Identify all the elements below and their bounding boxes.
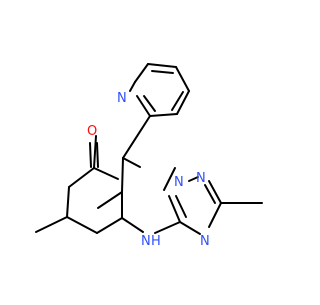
pyridine-nitrogen-label: N [117, 91, 127, 106]
bond [171, 91, 184, 111]
bond [89, 142, 92, 168]
bond [66, 186, 70, 218]
bond [129, 81, 136, 92]
bond [151, 70, 174, 74]
bond [143, 95, 156, 112]
bond [66, 216, 98, 234]
molecule-diagram: O N N N N N H [35, 63, 263, 249]
bond [93, 167, 119, 180]
bond [208, 180, 222, 204]
bond [96, 217, 123, 234]
bond [208, 202, 222, 228]
bond [179, 221, 201, 235]
bridge-nitrogen-label: N [174, 175, 184, 190]
bond [122, 115, 151, 159]
amine-hydrogen-label: H [151, 234, 161, 249]
bond [134, 63, 149, 83]
triazole-nitrogen-bottom-label: N [200, 234, 210, 249]
bond [204, 184, 216, 204]
bond [168, 195, 181, 223]
triazole-nitrogen-top-label: N [196, 171, 206, 186]
bonds [35, 63, 263, 235]
bond [35, 216, 68, 233]
bond [122, 157, 141, 168]
bond [175, 66, 190, 92]
bond [96, 142, 99, 168]
bond [149, 113, 178, 117]
bond [68, 167, 95, 188]
bond [175, 195, 187, 218]
oxygen-label: O [87, 124, 97, 139]
bond [147, 63, 177, 68]
bond [97, 191, 123, 209]
bond [154, 221, 181, 234]
bond [121, 157, 124, 193]
bond [188, 176, 199, 182]
bond [176, 90, 190, 115]
bond [93, 135, 97, 169]
bond [121, 217, 144, 233]
amine-nitrogen-label: N [141, 234, 151, 249]
bond [163, 167, 176, 191]
bond [136, 95, 151, 117]
